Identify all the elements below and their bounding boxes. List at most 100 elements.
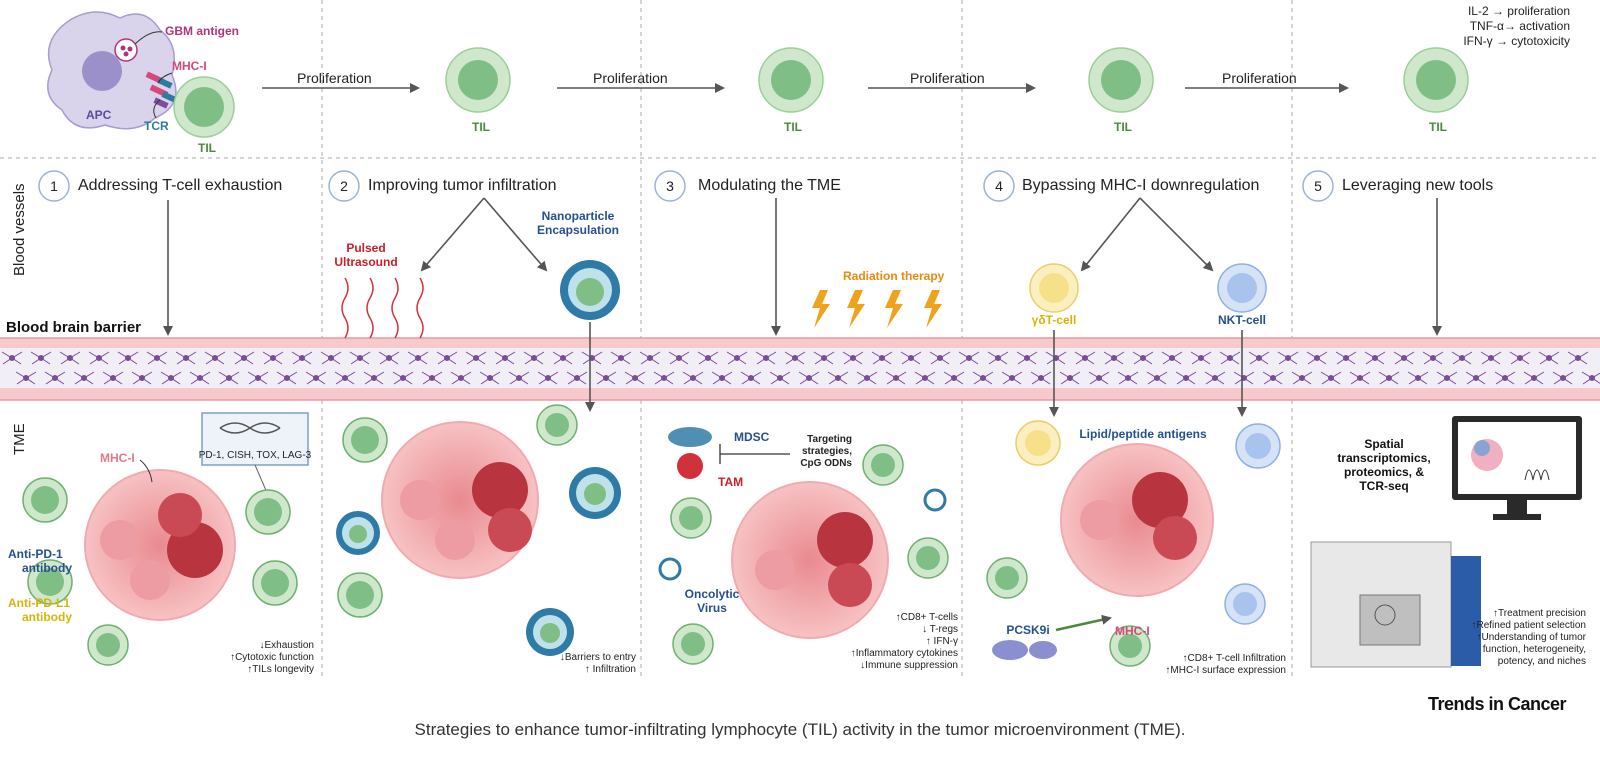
mhc-label-top: MHC-I xyxy=(172,59,207,73)
targeting-1: Targeting xyxy=(807,434,852,445)
targeting-2: strategies, xyxy=(802,446,852,457)
strategy-num-1: 1 xyxy=(50,178,58,194)
p2-outcome-2: ↑ Infiltration xyxy=(585,664,636,675)
mhc-label-p1: MHC-I xyxy=(100,451,135,465)
cytokine-tnf: TNF-α→ activation xyxy=(1469,19,1570,33)
lipid-label: Lipid/peptide antigens xyxy=(1079,427,1207,441)
apc-nucleus xyxy=(82,51,122,91)
strategy-num-circle-3 xyxy=(654,170,686,202)
pulsed-label-1: Pulsed xyxy=(346,241,385,255)
mdsc-cell xyxy=(668,427,712,447)
figure-caption: Strategies to enhance tumor-infiltrating… xyxy=(414,720,1186,739)
p5-outcome-1: ↑Treatment precision xyxy=(1493,608,1586,619)
gene-list: PD-1, CISH, TOX, LAG-3 xyxy=(199,450,312,461)
lightning-icons xyxy=(812,290,942,328)
tam-cell xyxy=(677,453,703,479)
strategy-num-circle-5 xyxy=(1302,170,1334,202)
gbm-antigen-label: GBM antigen xyxy=(165,24,239,38)
gd-label: γδT-cell xyxy=(1032,313,1077,327)
p5-outcome-2: ↑Refined patient selection xyxy=(1471,620,1586,631)
til-label-1: TIL xyxy=(472,120,490,134)
strategy-title-3: Modulating the TME xyxy=(698,177,841,194)
strategy-num-circle-1 xyxy=(38,170,70,202)
neuron-row xyxy=(1,351,1600,385)
bbb-label: Blood brain barrier xyxy=(6,319,141,336)
gbm-antigen-vesicle xyxy=(114,38,138,62)
til-label-3: TIL xyxy=(1114,120,1132,134)
apc-label: APC xyxy=(86,108,112,122)
mhc-label-p4: MHC-I xyxy=(1115,624,1150,638)
strategy-num-3: 3 xyxy=(666,178,674,194)
til-label-2: TIL xyxy=(784,120,802,134)
p4-outcome-2: ↑MHC-I surface expression xyxy=(1165,665,1286,676)
p3-outcome-1: ↑CD8+ T-cells xyxy=(896,612,958,623)
virus-icon-2 xyxy=(658,557,682,581)
til-label-4: TIL xyxy=(1429,120,1447,134)
p5-outcome-3: ↑Understanding of tumor xyxy=(1476,632,1586,643)
nano-label-1: Nanoparticle xyxy=(542,209,615,223)
panel-3: Radiation therapy MDSC TAM Targeting str… xyxy=(658,198,958,671)
strategy-headers: 1 Addressing T-cell exhaustion 2 Improvi… xyxy=(38,170,1493,202)
proliferation-label-3: Proliferation xyxy=(910,70,985,86)
til-cells-top xyxy=(445,47,1469,113)
p1-outcome-3: ↑TILs longevity xyxy=(247,664,314,675)
blood-brain-barrier xyxy=(0,337,1600,401)
spatial-2: transcriptomics, xyxy=(1337,451,1430,465)
strategy-num-5: 5 xyxy=(1314,178,1322,194)
pcsk-label: PCSK9i xyxy=(1006,623,1049,637)
oncolytic-label-1: Oncolytic xyxy=(685,587,740,601)
cytokine-list: IL-2 → proliferation TNF-α→ activation I… xyxy=(1463,4,1570,49)
nano-label-2: Encapsulation xyxy=(537,223,619,237)
blood-vessels-label: Blood vessels xyxy=(11,183,28,276)
p1-outcome-2: ↑Cytotoxic function xyxy=(230,652,314,663)
virus-icon-1 xyxy=(923,488,947,512)
panel-1: PD-1, CISH, TOX, LAG-3 MHC-I Anti-PD-1 a… xyxy=(8,200,314,675)
proliferation-label-4: Proliferation xyxy=(1222,70,1297,86)
p4-outcome-1: ↑CD8+ T-cell Infiltration xyxy=(1183,653,1286,664)
p5-outcome-5: potency, and niches xyxy=(1498,656,1586,667)
strategy-title-1: Addressing T-cell exhaustion xyxy=(78,177,282,194)
cytokine-ifn: IFN-γ → cytotoxicity xyxy=(1463,34,1570,48)
journal-brand: Trends in Cancer xyxy=(1427,694,1567,714)
apc-group: GBM antigen MHC-I TCR APC TIL xyxy=(47,11,239,155)
anti-pd1-label-2: antibody xyxy=(22,561,72,575)
nkt-label: NKT-cell xyxy=(1218,313,1266,327)
strategy-num-circle-2 xyxy=(328,170,360,202)
proliferation-label-2: Proliferation xyxy=(593,70,668,86)
strategy-title-2: Improving tumor infiltration xyxy=(368,177,557,194)
panel-2: Pulsed Ultrasound Nanoparticle Encapsula… xyxy=(334,197,636,675)
tcr-label: TCR xyxy=(144,119,169,133)
til-label-apc: TIL xyxy=(198,141,216,155)
ultrasound-waves xyxy=(341,277,424,339)
p3-outcome-5: ↓Immune suppression xyxy=(860,660,958,671)
proliferation-label-1: Proliferation xyxy=(297,70,372,86)
anti-pd1-label-1: Anti-PD-1 xyxy=(8,547,63,561)
strategy-num-circle-4 xyxy=(983,170,1015,202)
spatial-3: proteomics, & xyxy=(1344,465,1424,479)
tam-label: TAM xyxy=(718,475,743,489)
panel-5: Spatial transcriptomics, proteomics, & T… xyxy=(1310,198,1587,668)
tme-label: TME xyxy=(11,423,28,455)
pulsed-label-2: Ultrasound xyxy=(334,255,397,269)
strategy-title-5: Leveraging new tools xyxy=(1342,177,1493,194)
strategy-num-4: 4 xyxy=(995,178,1003,194)
anti-pdl1-label-2: antibody xyxy=(22,610,72,624)
targeting-3: CpG ODNs xyxy=(800,458,852,469)
strategy-title-4: Bypassing MHC-I downregulation xyxy=(1022,177,1259,194)
gene-box xyxy=(201,412,309,466)
p5-outcome-4: function, heterogeneity, xyxy=(1483,644,1586,655)
p3-outcome-2: ↓ T-regs xyxy=(922,624,958,635)
dna-icon xyxy=(219,422,281,434)
oncolytic-label-2: Virus xyxy=(697,601,727,615)
spatial-1: Spatial xyxy=(1364,437,1403,451)
anti-pdl1-label-1: Anti-PD-L1 xyxy=(8,596,70,610)
p1-outcome-1: ↓Exhaustion xyxy=(260,640,314,651)
cytokine-il2: IL-2 → proliferation xyxy=(1467,4,1570,18)
p2-outcome-1: ↓Barriers to entry xyxy=(560,652,636,663)
panel-4: γδT-cell NKT-cell Lipid/peptide antigens… xyxy=(986,197,1286,676)
p3-outcome-3: ↑ IFN-γ xyxy=(926,636,958,647)
radiation-label: Radiation therapy xyxy=(843,269,945,283)
spatial-4: TCR-seq xyxy=(1359,479,1408,493)
mdsc-label: MDSC xyxy=(734,430,770,444)
